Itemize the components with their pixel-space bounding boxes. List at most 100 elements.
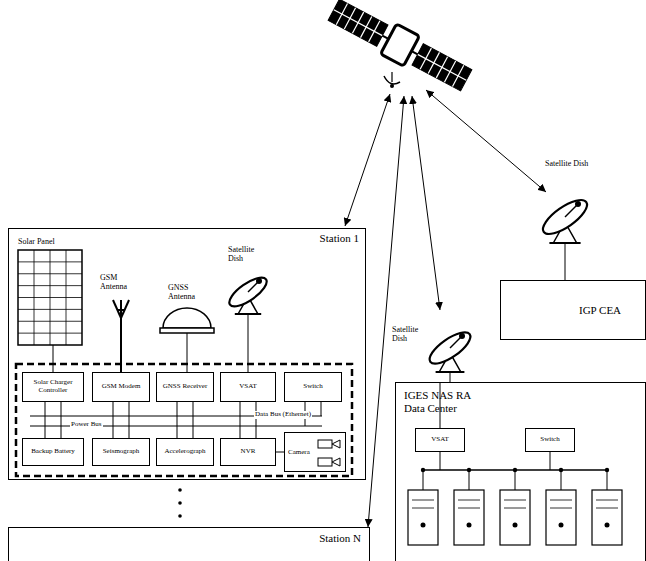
server-icon bbox=[546, 490, 576, 545]
data-center-box: IGES NAS RA Data CenterVSATSwitch bbox=[395, 382, 646, 561]
lan-tap bbox=[561, 470, 562, 490]
dish-reflector bbox=[225, 273, 271, 312]
device-box: NVR bbox=[220, 438, 276, 466]
dish-reflector bbox=[538, 194, 592, 240]
device-label: GNSS Receiver bbox=[163, 383, 208, 391]
lan-tap bbox=[469, 470, 470, 490]
bus-tap bbox=[129, 402, 130, 416]
dish-reflector bbox=[425, 327, 475, 369]
server-slot bbox=[504, 500, 526, 501]
device-label: NVR bbox=[241, 448, 256, 456]
panel-grid bbox=[18, 309, 82, 310]
satellite-link bbox=[368, 96, 404, 527]
lan-tap bbox=[423, 470, 424, 490]
device-box: GSM Modem bbox=[92, 372, 150, 402]
equipment-frame bbox=[16, 364, 352, 476]
bus-tap bbox=[193, 402, 194, 416]
device-label: Switch bbox=[540, 436, 559, 444]
wing-cell-line bbox=[334, 10, 383, 36]
bus-tap bbox=[240, 426, 241, 438]
server-slot bbox=[458, 508, 480, 509]
bus-junction bbox=[559, 468, 563, 472]
device-box: Solar Charger Controller bbox=[22, 372, 84, 402]
station-box: Station 1Solar Charger ControllerGSM Mod… bbox=[8, 228, 366, 480]
device-label: Accelerograph bbox=[164, 448, 205, 456]
bus-junction bbox=[605, 468, 609, 472]
camera-group: Camera bbox=[284, 432, 346, 472]
device-box: Seismograph bbox=[92, 438, 150, 466]
part-label: Satellite Dish bbox=[545, 160, 589, 169]
server-slot bbox=[596, 508, 618, 509]
server-slot bbox=[550, 508, 572, 509]
dish-cable bbox=[450, 372, 451, 382]
server-slot bbox=[458, 500, 480, 501]
device-box: Switch bbox=[525, 428, 575, 452]
camera-icon bbox=[318, 458, 332, 466]
panel-grid bbox=[18, 321, 82, 322]
bus-tap bbox=[129, 416, 130, 438]
camera-lens bbox=[332, 458, 340, 466]
connectors bbox=[276, 452, 284, 453]
device-label: VSAT bbox=[431, 436, 449, 444]
device-label: Solar Charger Controller bbox=[25, 379, 81, 394]
bus-tap bbox=[321, 402, 322, 416]
server-slot bbox=[412, 508, 434, 509]
device-label: VSAT bbox=[239, 383, 257, 391]
solar-panel bbox=[18, 250, 82, 345]
dish-feed bbox=[256, 278, 262, 284]
antenna-cable bbox=[187, 333, 188, 372]
satellite-symbol bbox=[326, 0, 474, 95]
solar-wing bbox=[328, 0, 388, 46]
satellite-body bbox=[381, 24, 420, 66]
part-label: Satellite Dish bbox=[228, 246, 268, 264]
satellite-dish-symbol bbox=[538, 194, 592, 243]
satellite-antenna bbox=[391, 72, 392, 82]
server-slot bbox=[412, 500, 434, 501]
gnss-antenna bbox=[163, 308, 211, 328]
bus-tap bbox=[45, 402, 46, 426]
bus-tap bbox=[61, 416, 62, 438]
bus-tap bbox=[256, 416, 257, 438]
server-icon bbox=[454, 490, 484, 545]
box-title: IGP CEA bbox=[579, 304, 621, 317]
device-box: Switch bbox=[284, 372, 342, 402]
bus-tap bbox=[61, 402, 62, 416]
bus-tap bbox=[177, 426, 178, 438]
panel-grid bbox=[18, 333, 82, 334]
camera-lens bbox=[332, 440, 340, 448]
device-label: Switch bbox=[303, 383, 322, 391]
server-icon bbox=[500, 490, 530, 545]
dish-cable bbox=[248, 314, 249, 372]
continuation-dot bbox=[178, 514, 182, 518]
part-label: Satellite Dish bbox=[392, 326, 428, 344]
lan-tap bbox=[550, 452, 551, 470]
device-box: VSAT bbox=[220, 372, 276, 402]
panel-grid bbox=[18, 285, 82, 286]
panel-cable bbox=[53, 345, 54, 372]
continuation-dot bbox=[178, 488, 182, 492]
device-label: GSM Modem bbox=[102, 383, 141, 391]
gnss-antenna-base bbox=[160, 328, 214, 333]
part-label: GNSS Antenna bbox=[168, 284, 208, 302]
panel-grid bbox=[18, 273, 82, 274]
server-slot bbox=[550, 500, 572, 501]
lan-tap bbox=[607, 470, 608, 490]
bus-tap bbox=[193, 416, 194, 438]
device-box: GNSS Receiver bbox=[156, 372, 214, 402]
device-box: Accelerograph bbox=[156, 438, 214, 466]
bus-label: Power Bus bbox=[70, 421, 103, 429]
server-icon bbox=[408, 490, 438, 545]
device-box: Backup Battery bbox=[22, 438, 84, 466]
device-box: VSAT bbox=[415, 428, 465, 452]
panel-grid bbox=[18, 297, 82, 298]
server-slot bbox=[504, 508, 526, 509]
bus-tap bbox=[240, 402, 241, 426]
camera-icon bbox=[318, 440, 332, 448]
server-led bbox=[513, 523, 518, 528]
bus-label: Data Bus (Ethernet) bbox=[254, 411, 312, 419]
server-led bbox=[467, 523, 472, 528]
bus-tap bbox=[113, 402, 114, 426]
device-label: Seismograph bbox=[103, 448, 140, 456]
connector bbox=[276, 452, 284, 453]
dish-cable bbox=[565, 243, 566, 280]
